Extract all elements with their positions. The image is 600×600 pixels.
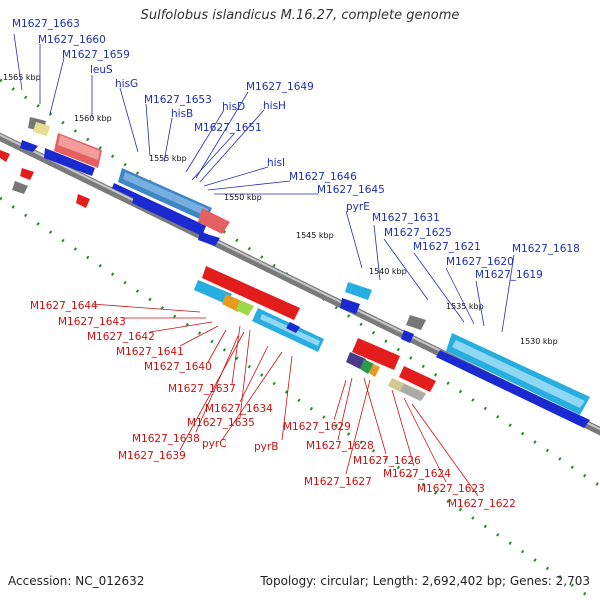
genome-summary: Topology: circular; Length: 2,692,402 bp… [260,574,590,588]
gene-label-reverse: M1627_1635 [187,417,255,429]
gene-label-reverse: M1627_1627 [304,476,372,488]
gene-label-forward: M1627_1659 [62,49,130,61]
gene-label-forward: M1627_1618 [512,243,580,255]
gene-label-forward: M1627_1653 [144,94,212,106]
accession-label: Accession: NC_012632 [8,574,145,588]
gene-label-forward: M1627_1663 [12,18,80,30]
gene-label-forward: hisH [263,100,286,112]
gene-label-forward: M1627_1625 [384,227,452,239]
reverse-gene-labels: M1627_1644 M1627_1643 M1627_1642 M1627_1… [30,300,516,510]
gene-label-reverse: M1627_1623 [417,483,485,495]
gene-label-reverse: M1627_1628 [306,440,374,452]
tick-label: 1565 kbp [3,73,41,82]
gene-label-forward: hisB [171,108,193,120]
gene-label-reverse: pyrC [202,438,227,450]
gene-label-reverse: M1627_1641 [116,346,184,358]
gene-label-reverse: M1627_1642 [87,331,155,343]
tick-label: 1540 kbp [369,267,407,276]
gene-label-forward: M1627_1645 [317,184,385,196]
tick-label: 1560 kbp [74,114,112,123]
tick-label: 1545 kbp [296,231,334,240]
gene-label-reverse: M1627_1643 [58,316,126,328]
gene-label-forward: M1627_1631 [372,212,440,224]
gene-label-reverse: M1627_1639 [118,450,186,462]
reverse-strand-features [0,150,436,401]
gene-label-forward: pyrE [346,201,370,213]
gene-label-reverse: pyrB [254,441,278,453]
forward-gene-labels: M1627_1663 M1627_1660 M1627_1659 leuS hi… [12,18,580,333]
gene-label-reverse: M1627_1644 [30,300,98,312]
gene-label-reverse: M1627_1640 [144,361,212,373]
map-title: Sulfolobus islandicus M.16.27, complete … [140,8,460,23]
gene-label-forward: hisI [267,157,285,169]
dotted-rings [0,78,600,600]
gene-label-reverse: M1627_1624 [383,468,451,480]
gene-label-reverse: M1627_1622 [448,498,516,510]
gene-label-forward: hisG [115,78,138,90]
gene-label-reverse: M1627_1629 [283,421,351,433]
tick-label: 1530 kbp [520,337,558,346]
gene-label-reverse: M1627_1638 [132,433,200,445]
forward-strand-features [20,117,590,428]
gene-label-forward: M1627_1651 [194,122,262,134]
gene-label-forward: M1627_1646 [289,171,357,183]
gene-label-forward: leuS [90,64,113,76]
tick-label: 1555 kbp [149,154,187,163]
gene-label-reverse: M1627_1626 [353,455,421,467]
gene-label-forward: M1627_1660 [38,34,106,46]
gene-label-forward: M1627_1619 [475,269,543,281]
gene-label-forward: M1627_1649 [246,81,314,93]
tick-label: 1550 kbp [224,193,262,202]
gene-label-forward: M1627_1620 [446,256,514,268]
gene-label-forward: M1627_1621 [413,241,481,253]
gene-label-reverse: M1627_1637 [168,383,236,395]
gene-label-reverse: M1627_1634 [205,403,273,415]
gene-label-forward: hisD [222,101,245,113]
